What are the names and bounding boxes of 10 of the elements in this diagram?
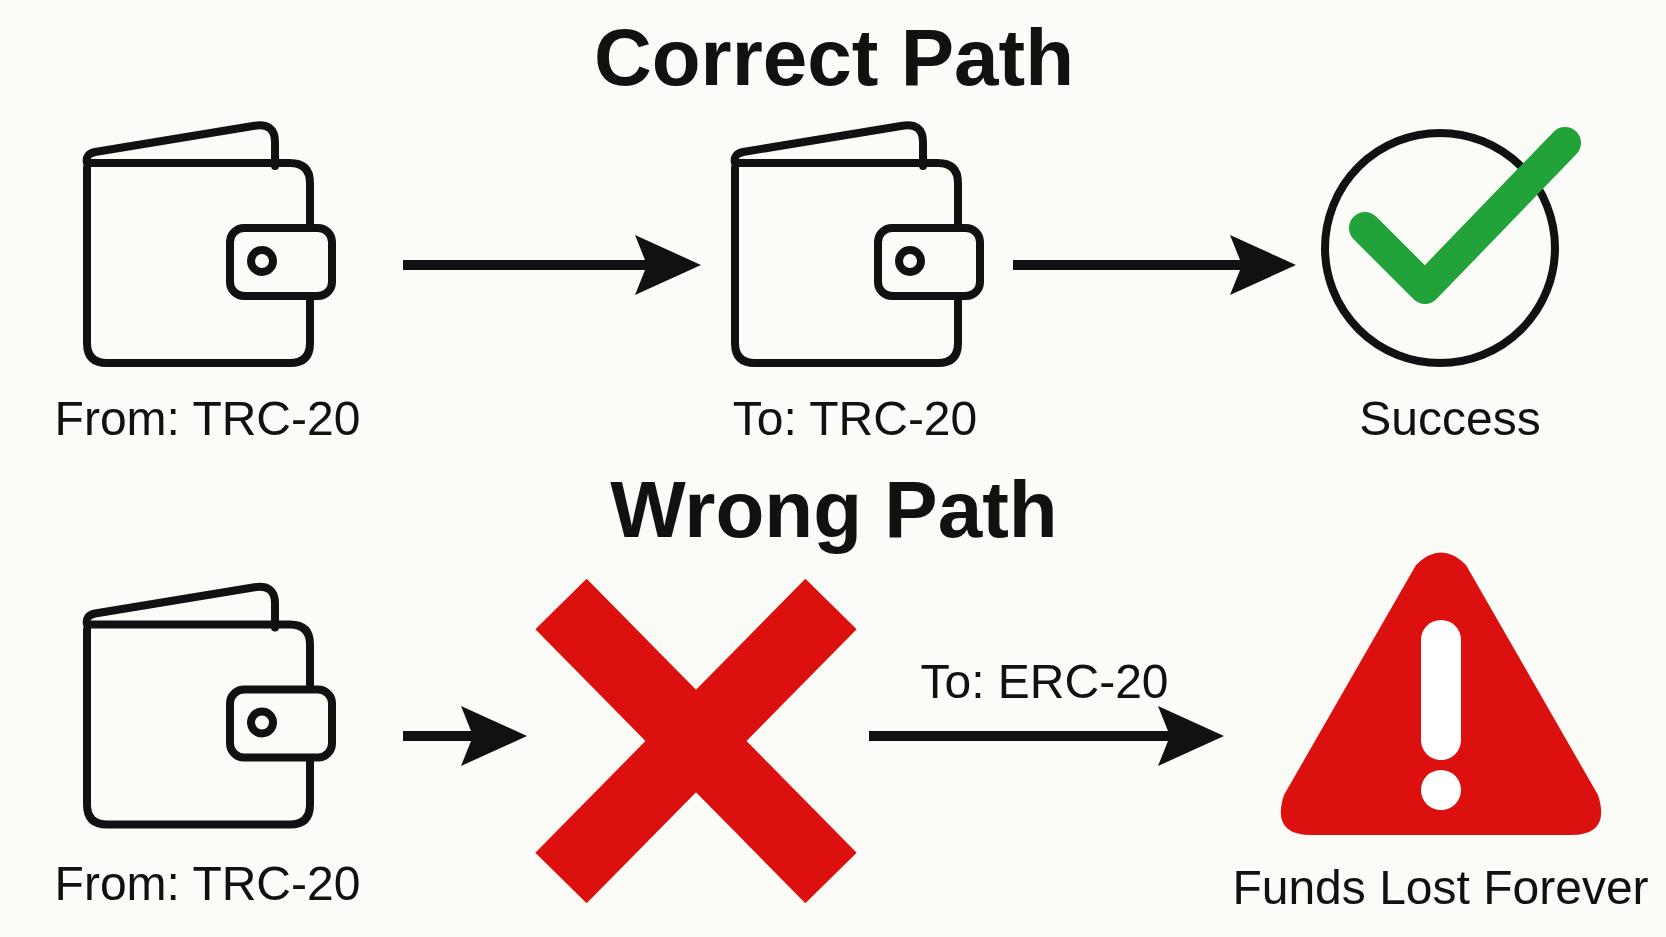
node-label: From: TRC-20: [54, 860, 361, 908]
node-label: Funds Lost Forever: [1232, 864, 1649, 912]
section-heading: Correct Path: [593, 18, 1075, 98]
node-label: Success: [1359, 395, 1541, 443]
node-label: To: TRC-20: [732, 395, 978, 443]
arrow: [1013, 235, 1296, 295]
arrow: [403, 235, 701, 295]
node-label: From: TRC-20: [54, 395, 361, 443]
arrow: [403, 706, 527, 766]
arrow: [869, 706, 1224, 766]
